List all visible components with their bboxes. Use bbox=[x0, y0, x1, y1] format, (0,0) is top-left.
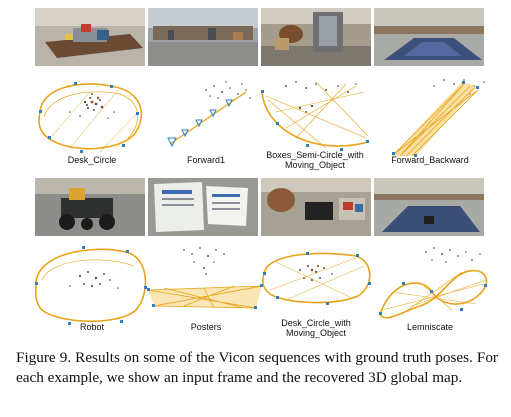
global-map-forward-backward bbox=[374, 72, 496, 160]
input-frame-forward1 bbox=[148, 8, 258, 66]
global-map-posters bbox=[144, 240, 266, 328]
global-map-desk-circle bbox=[30, 72, 152, 160]
input-frame-robot bbox=[35, 178, 145, 236]
global-map-boxes-semi-circle bbox=[256, 72, 378, 160]
label-forward-backward: Forward_Backward bbox=[391, 155, 469, 165]
input-frame-desk-circle-moving bbox=[261, 178, 371, 236]
global-map-forward1 bbox=[146, 72, 268, 160]
label-posters: Posters bbox=[190, 322, 222, 332]
global-map-desk-circle-moving bbox=[256, 240, 378, 328]
input-frame-boxes-semi-circle bbox=[261, 8, 371, 66]
input-frame-desk-circle bbox=[35, 8, 145, 66]
label-lemniscate: Lemniscate bbox=[406, 322, 454, 332]
label-desk-circle-moving: Desk_Circle_with Moving_Object bbox=[281, 318, 351, 338]
global-map-robot bbox=[30, 240, 152, 328]
input-frame-posters bbox=[148, 178, 258, 236]
label-forward1: Forward1 bbox=[186, 155, 225, 165]
label-robot: Robot bbox=[79, 322, 105, 332]
figure-caption: Figure 9. Results on some of the Vicon s… bbox=[16, 349, 498, 386]
label-desk-circle: Desk_Circle bbox=[67, 155, 117, 165]
input-frame-forward-backward bbox=[374, 8, 484, 66]
global-map-lemniscate bbox=[372, 240, 494, 328]
label-boxes-semi-circle: Boxes_Semi-Circle_with Moving_Object bbox=[266, 150, 364, 170]
input-frame-lemniscate bbox=[374, 178, 484, 236]
